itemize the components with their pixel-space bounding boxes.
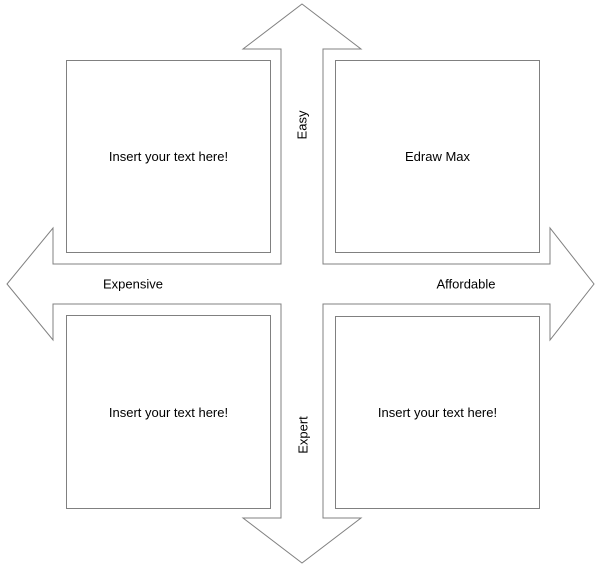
quadrant-box-top-left[interactable]: Insert your text here!: [66, 60, 271, 253]
quadrant-label-bottom-left: Insert your text here!: [108, 404, 229, 420]
axis-label-easy[interactable]: Easy: [294, 110, 310, 140]
axis-label-expensive[interactable]: Expensive: [103, 276, 163, 292]
axis-label-expert[interactable]: Expert: [295, 416, 311, 454]
quadrant-label-top-right: Edraw Max: [404, 149, 471, 164]
quadrant-label-bottom-right: Insert your text here!: [377, 405, 498, 420]
quadrant-label-top-left: Insert your text here!: [108, 149, 229, 164]
axis-label-affordable[interactable]: Affordable: [436, 276, 496, 292]
four-way-arrow-shape[interactable]: [6, 3, 595, 564]
quadrant-box-bottom-right[interactable]: Insert your text here!: [335, 316, 540, 509]
quadrant-box-top-right[interactable]: Edraw Max: [335, 60, 540, 253]
quadrant-box-bottom-left[interactable]: Insert your text here!: [66, 315, 271, 509]
